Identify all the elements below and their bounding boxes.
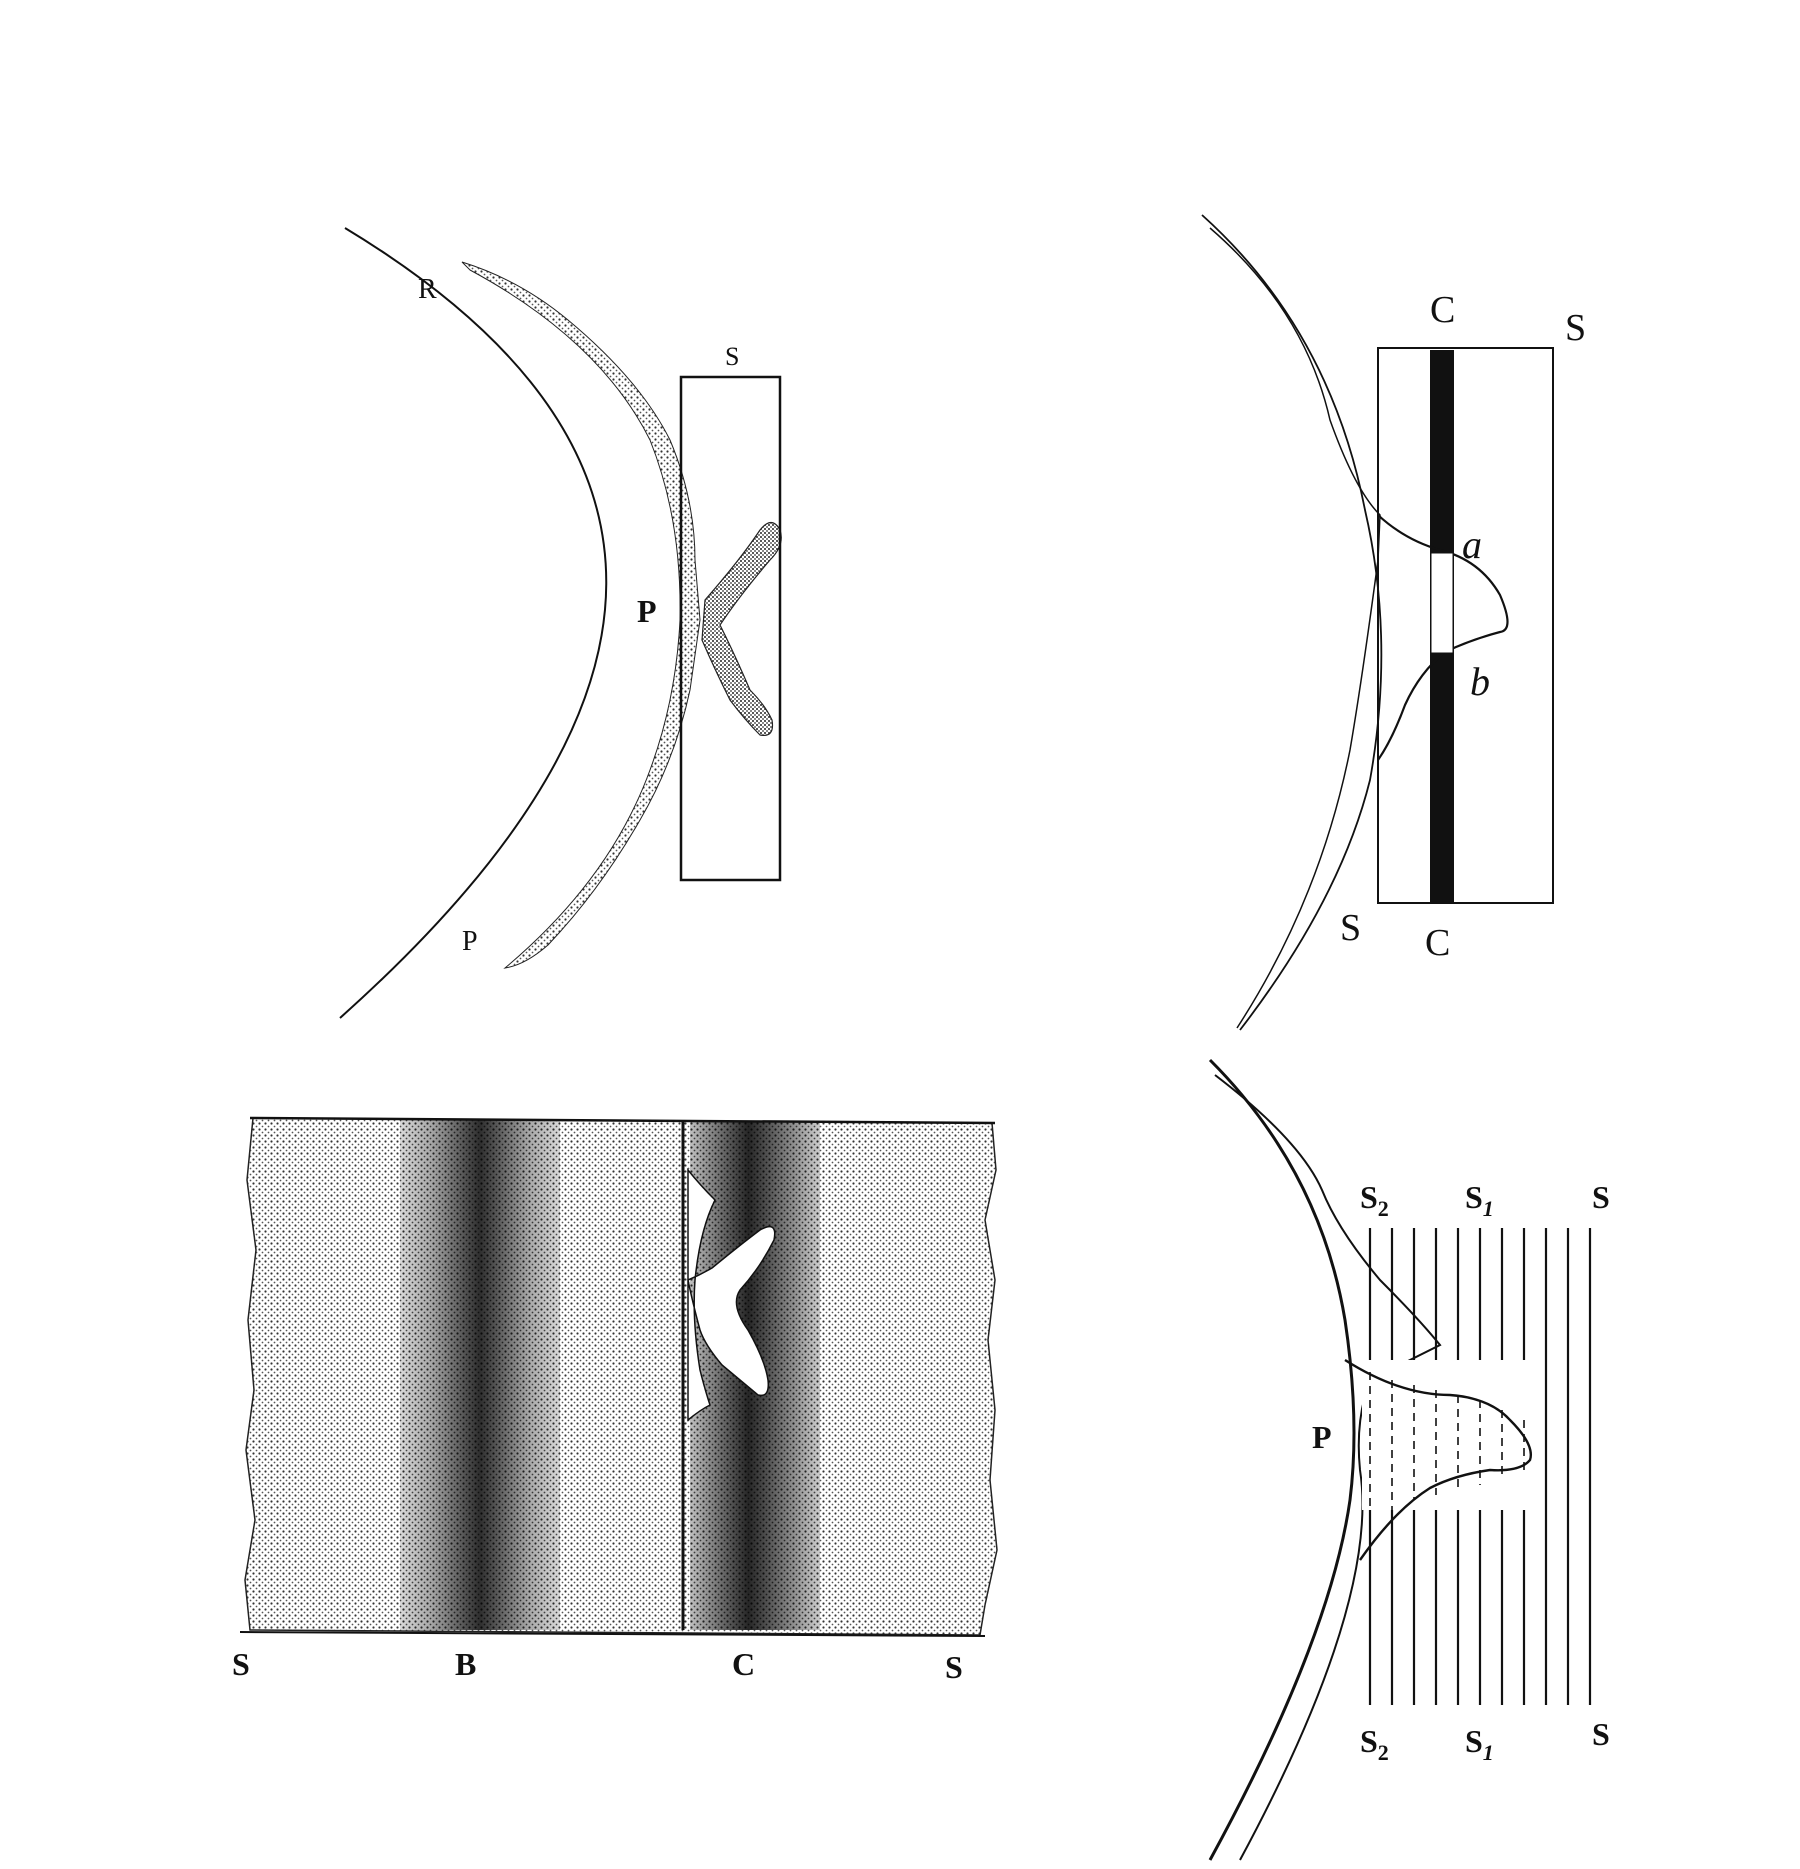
fig3-label-c: C <box>732 1646 755 1682</box>
fig2-label-c-top: C <box>1430 289 1455 331</box>
fig1-label-pp: P <box>462 926 478 957</box>
fig3-b-band <box>400 1120 560 1630</box>
fig2-label-b: b <box>1470 659 1490 704</box>
fig4-outer-limb-line <box>1208 1058 1356 1861</box>
fig1-prominence-x-shape <box>701 521 782 737</box>
fig2-outer-limb-line <box>1201 214 1383 1031</box>
fig1-label-r: R <box>418 274 437 305</box>
fig1-label-s: S <box>725 342 739 371</box>
fig1-chromosphere-band <box>461 261 701 969</box>
fig1-solar-limb-arc <box>339 227 608 1019</box>
fig3-top-border <box>249 1116 996 1125</box>
fig4-prominence-outline <box>1344 1358 1532 1561</box>
fig4-label-s2-top: S2 <box>1360 1179 1389 1221</box>
fig3-label-s-right: S <box>945 1649 963 1685</box>
fig4-label-s-top: S <box>1592 1179 1610 1215</box>
fig2-profile-curve <box>1377 514 1509 761</box>
fig2-label-c-bottom: C <box>1425 922 1450 964</box>
fig4-label-s1-bottom: S1 <box>1465 1723 1494 1765</box>
fig4-label-s1-top: S1 <box>1465 1179 1494 1221</box>
figure-1-solar-limb-prominence: R S P P <box>339 227 782 1019</box>
figure-3-spectrum-band: S B C S <box>232 1116 998 1685</box>
figure-4-multiple-slits: S2 S1 S P S2 S1 S <box>1208 1058 1610 1861</box>
fig1-slit-rectangle <box>679 375 782 882</box>
fig3-bright-k-shape <box>687 1167 776 1422</box>
fig3-bottom-border <box>239 1631 986 1637</box>
fig3-label-s-left: S <box>232 1646 250 1682</box>
fig3-label-b: B <box>455 1646 476 1682</box>
fig2-inner-limb-line <box>1209 227 1381 1029</box>
fig2-bright-gap <box>1430 552 1454 654</box>
fig4-label-s-bottom: S <box>1592 1716 1610 1752</box>
figure-2-slit-profile: C S a b S C <box>1201 214 1586 1031</box>
fig4-label-s2-bottom: S2 <box>1360 1723 1389 1765</box>
fig2-label-a: a <box>1462 522 1482 567</box>
fig2-label-s-top: S <box>1565 307 1586 349</box>
fig3-spectrum-field <box>244 1117 998 1636</box>
fig2-slit-rectangle <box>1377 347 1554 904</box>
fig2-label-s-bottom: S <box>1340 907 1361 949</box>
fig4-label-p: P <box>1312 1419 1332 1455</box>
fig1-label-p: P <box>637 593 657 629</box>
